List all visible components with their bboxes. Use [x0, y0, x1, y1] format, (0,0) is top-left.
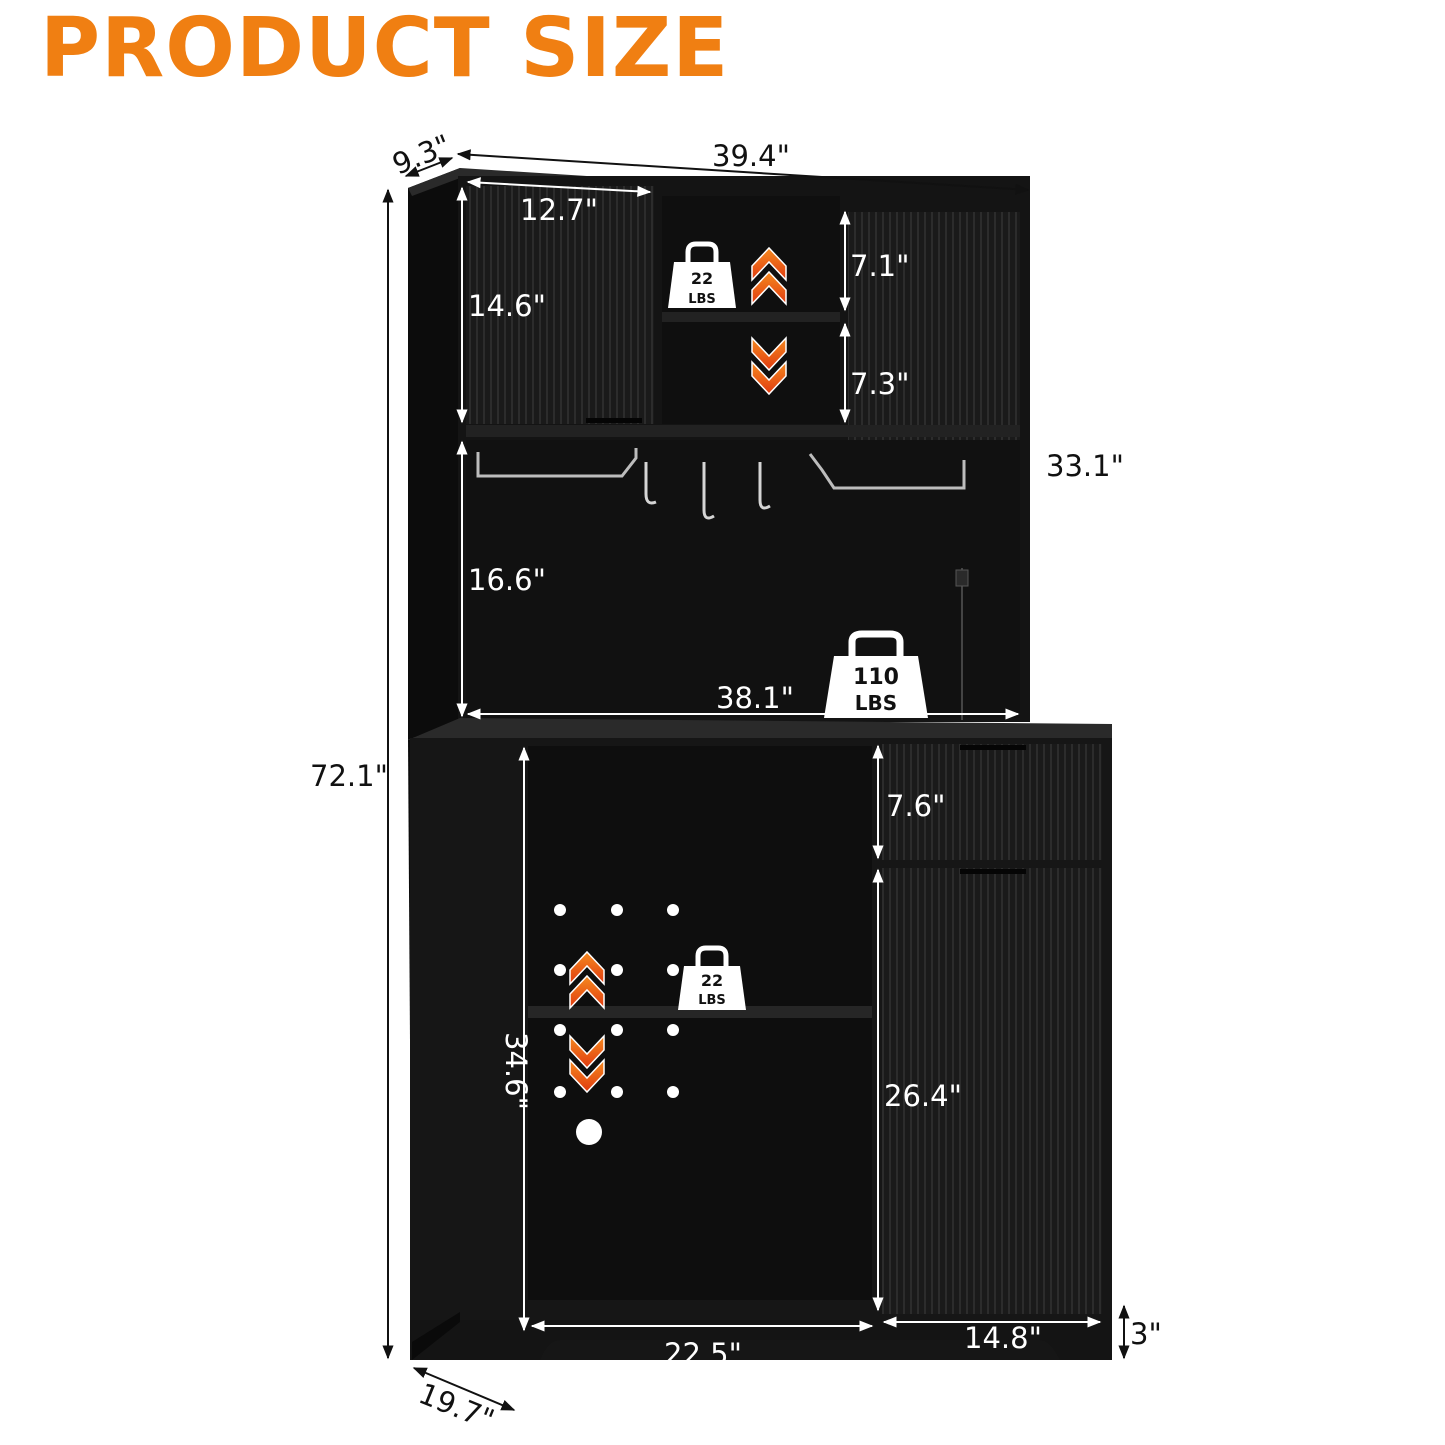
upper-shelf-top-label: 7.1" [850, 249, 909, 283]
peg-hole-icon [554, 904, 679, 1145]
upper-shelf-weight-value: 22 [691, 269, 713, 288]
base-height-label: 3" [1130, 1317, 1162, 1351]
drawer [882, 744, 1102, 860]
overall-height-label: 72.1" [310, 759, 388, 793]
plinth-side [412, 1312, 460, 1360]
overall-width-label: 39.4" [712, 139, 790, 173]
weight-icon: 22 LBS [678, 945, 746, 1010]
power-switch [955, 569, 969, 587]
hutch-height-label: 33.1" [1046, 449, 1124, 483]
dimension-lines [382, 149, 1130, 1411]
countertop-weight-unit: LBS [855, 691, 897, 715]
page-title: PRODUCT SIZE [40, 1, 730, 96]
upper-cubby [662, 196, 840, 424]
drawer-height-label: 7.6" [886, 789, 945, 823]
lower-door-height-label: 26.4" [884, 1079, 962, 1113]
lower-shelf [528, 1006, 872, 1018]
counter-width-label: 38.1" [716, 681, 794, 715]
upper-door-width-label: 12.7" [520, 193, 598, 227]
lower-open-height-label: 34.6" [499, 1032, 533, 1110]
lower-door [882, 868, 1102, 1314]
adjust-down-icon [569, 1034, 605, 1094]
adjust-down-icon [751, 336, 787, 396]
countertop-weight-value: 110 [853, 665, 899, 690]
lower-open-width-label: 22.5" [664, 1337, 742, 1371]
upper-left-door-handle [586, 418, 642, 423]
inner-dimension-lines [456, 177, 1102, 1332]
upper-shelf-weight-unit: LBS [688, 292, 716, 307]
upper-left-door [466, 186, 654, 424]
hutch-side-panel [408, 168, 460, 740]
glass-rack-icon [476, 448, 966, 490]
open-back-height-label: 16.6" [468, 563, 546, 597]
lower-open-compartment [528, 746, 872, 1300]
overall-depth-top-label: 9.3" [388, 128, 456, 182]
drawer-handle [960, 745, 1026, 750]
lower-shelf-weight-value: 22 [701, 971, 723, 990]
lower-door-width-label: 14.8" [964, 1321, 1042, 1355]
upper-cubby-shelf [662, 312, 840, 322]
adjust-up-icon [751, 246, 787, 306]
hook-icon [644, 462, 771, 520]
upper-right-door [848, 212, 1020, 442]
upper-door-height-label: 14.6" [468, 289, 546, 323]
hutch-long-shelf [466, 425, 1020, 437]
weight-icon: 22 LBS [668, 241, 736, 308]
upper-shelf-bottom-label: 7.3" [850, 367, 909, 401]
adjust-up-icon [569, 950, 605, 1010]
lower-shelf-weight-unit: LBS [698, 993, 726, 1008]
hutch-open-back [466, 440, 1020, 718]
lower-door-handle [960, 869, 1026, 874]
countertop [408, 718, 1112, 742]
